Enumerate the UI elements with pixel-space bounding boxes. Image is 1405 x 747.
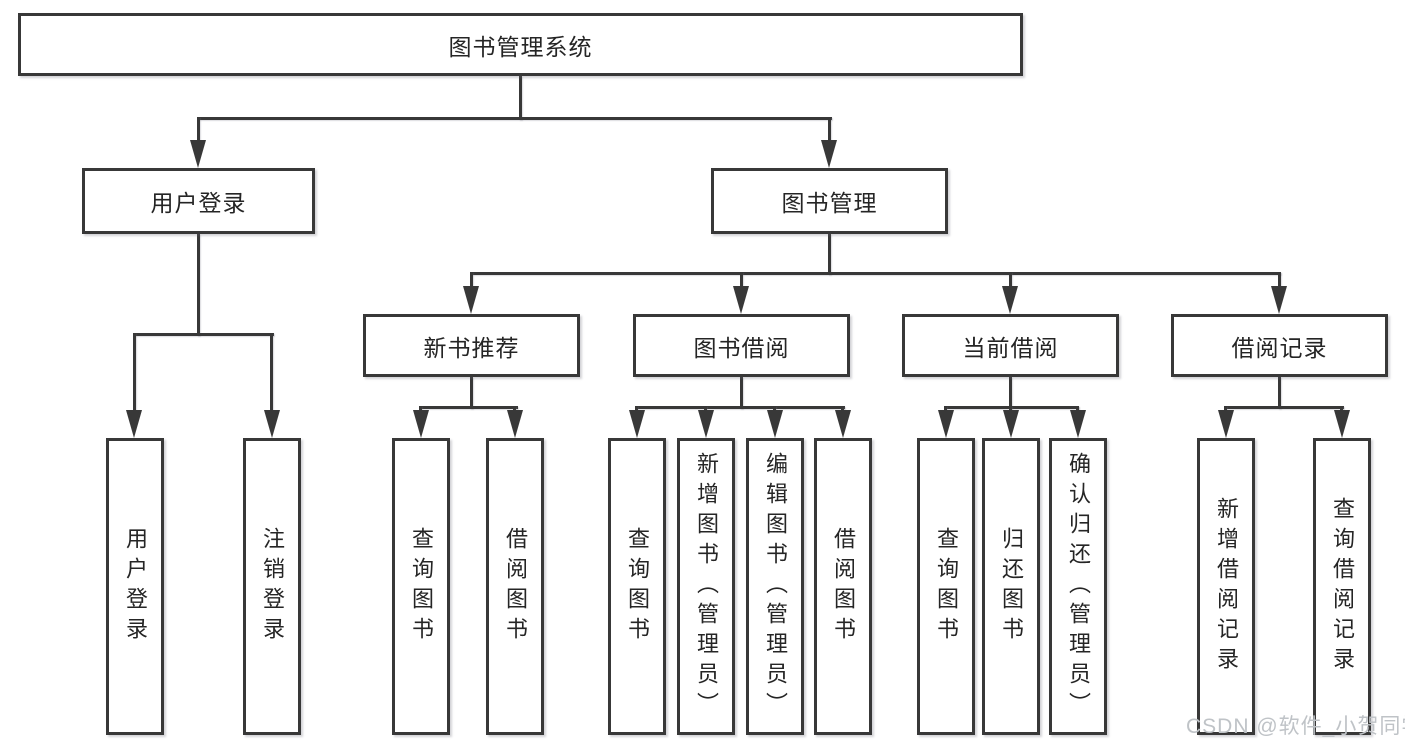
node-book-management: 图书管理	[711, 168, 948, 234]
node-label: 图书管理	[781, 190, 878, 216]
arrow-down-icon	[698, 410, 714, 438]
node-current-borrowing: 当前借阅	[902, 314, 1119, 377]
connector-line	[1009, 272, 1012, 290]
arrow-down-icon	[507, 410, 523, 438]
connector-line	[1009, 377, 1012, 409]
leaf-current-confirm: 确认归还（管理员）	[1049, 438, 1107, 735]
connector-line	[270, 333, 273, 411]
node-label: 当前借阅	[962, 334, 1059, 361]
arrow-down-icon	[821, 140, 837, 168]
node-label: 查询图书	[934, 526, 959, 647]
leaf-new-books-query: 查询图书	[392, 438, 450, 735]
arrow-down-icon	[413, 410, 429, 438]
node-label: 用户登录	[123, 526, 148, 647]
connector-line	[197, 234, 200, 336]
arrow-down-icon	[767, 410, 783, 438]
node-label: 查询图书	[409, 526, 434, 647]
node-new-book-recommendation: 新书推荐	[363, 314, 580, 377]
leaf-new-books-borrow: 借阅图书	[486, 438, 544, 735]
node-label: 归还图书	[999, 526, 1024, 647]
connector-line	[133, 333, 274, 336]
node-label: 借阅记录	[1231, 334, 1328, 361]
leaf-borrow-query: 查询图书	[608, 438, 666, 735]
arrow-down-icon	[1002, 286, 1018, 314]
node-label: 借阅图书	[503, 526, 528, 647]
leaf-records-add: 新增借阅记录	[1197, 438, 1255, 735]
connector-line	[1340, 406, 1343, 413]
connector-line	[1278, 272, 1281, 290]
arrow-down-icon	[126, 410, 142, 438]
node-label: 注销登录	[260, 526, 285, 647]
node-label: 确认归还（管理员）	[1066, 451, 1091, 722]
node-label: 新增图书（管理员）	[694, 451, 719, 722]
connector-line	[1278, 377, 1281, 409]
node-label: 查询图书	[625, 526, 650, 647]
leaf-records-query: 查询借阅记录	[1313, 438, 1371, 735]
connector-line	[1009, 406, 1012, 413]
connector-line	[635, 406, 638, 413]
watermark: CSDN @软件_小贺同学	[1186, 715, 1405, 738]
arrow-down-icon	[1003, 410, 1019, 438]
leaf-user-login: 用户登录	[106, 438, 164, 735]
leaf-borrow-borrow: 借阅图书	[814, 438, 872, 735]
node-label: 图书管理系统	[448, 33, 593, 60]
connector-line	[1224, 406, 1227, 413]
connector-line	[704, 406, 707, 413]
connector-line	[635, 406, 845, 409]
arrow-down-icon	[835, 410, 851, 438]
arrow-down-icon	[463, 286, 479, 314]
leaf-logout: 注销登录	[243, 438, 301, 735]
arrow-down-icon	[629, 410, 645, 438]
arrow-down-icon	[733, 286, 749, 314]
arrow-down-icon	[1271, 286, 1287, 314]
node-book-borrowing: 图书借阅	[633, 314, 850, 377]
arrow-down-icon	[938, 410, 954, 438]
arrow-down-icon	[190, 140, 206, 168]
arrow-down-icon	[1070, 410, 1086, 438]
node-label: 新增借阅记录	[1214, 496, 1239, 677]
leaf-borrow-add: 新增图书（管理员）	[677, 438, 735, 735]
leaf-current-return: 归还图书	[982, 438, 1040, 735]
connector-line	[197, 117, 200, 146]
connector-line	[470, 377, 473, 409]
connector-line	[470, 272, 1281, 275]
node-label: 编辑图书（管理员）	[763, 451, 788, 722]
leaf-current-query: 查询图书	[917, 438, 975, 735]
node-label: 查询借阅记录	[1330, 496, 1355, 677]
node-label: 用户登录	[150, 190, 247, 216]
connector-line	[740, 377, 743, 409]
connector-line	[944, 406, 947, 413]
connector-line	[828, 117, 831, 146]
arrow-down-icon	[1334, 410, 1350, 438]
connector-line	[773, 406, 776, 413]
leaf-borrow-edit: 编辑图书（管理员）	[746, 438, 804, 735]
node-root: 图书管理系统	[18, 13, 1023, 76]
connector-line	[133, 333, 136, 411]
connector-line	[1224, 406, 1344, 409]
node-borrowing-records: 借阅记录	[1171, 314, 1388, 377]
node-label: 图书借阅	[693, 334, 790, 361]
connector-line	[740, 272, 743, 290]
connector-line	[1076, 406, 1079, 413]
connector-line	[419, 406, 422, 413]
connector-line	[519, 76, 522, 120]
node-user-login: 用户登录	[82, 168, 315, 234]
arrow-down-icon	[264, 410, 280, 438]
node-label: 新书推荐	[423, 334, 520, 361]
connector-line	[841, 406, 844, 413]
arrow-down-icon	[1218, 410, 1234, 438]
connector-line	[828, 234, 831, 275]
connector-line	[513, 406, 516, 413]
connector-line	[419, 406, 518, 409]
connector-line	[470, 272, 473, 290]
connector-line	[197, 117, 832, 120]
node-label: 借阅图书	[831, 526, 856, 647]
